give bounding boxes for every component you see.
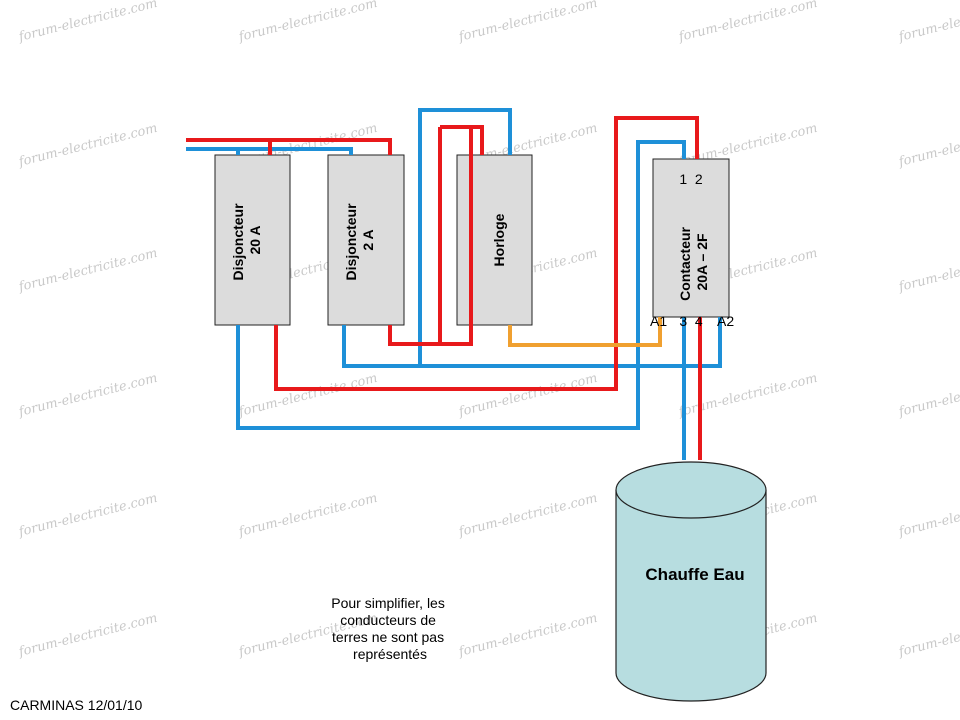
contactor-terminal-a2: A2: [717, 313, 734, 329]
breaker-2a-label: Disjoncteur 2 A: [343, 200, 376, 281]
breaker-2a-box: [327, 154, 405, 326]
watermark-text: forum-electricite.com: [896, 371, 960, 420]
phase-breaker20-to-contactor-wire: [274, 116, 699, 391]
watermark-text: forum-electricite.com: [236, 371, 379, 420]
neutral-breaker2-to-a2-wire: [342, 317, 722, 368]
phase-breaker2-to-clock-wire: [388, 125, 484, 346]
watermark-text: forum-electricite.com: [896, 491, 960, 540]
watermark-layer: forum-electricite.com forum-electricite.c…: [16, 0, 960, 660]
watermark-text: forum-electricite.com: [16, 491, 159, 540]
control-wire: [508, 317, 662, 347]
watermark-text: forum-electricite.com: [16, 0, 159, 45]
contactor-terminals-top: 1 2: [679, 171, 703, 187]
simplification-note: Pour simplifier, les conducteurs de terr…: [331, 595, 448, 662]
contactor-terminals-34: 3 4: [679, 313, 703, 329]
watermark-text: forum-electricite.com: [456, 371, 599, 420]
phase-wires: [186, 116, 702, 460]
watermark-text: forum-electricite.com: [16, 246, 159, 295]
neutral-to-clock-wire: [418, 108, 512, 366]
watermark-text: forum-electricite.com: [456, 491, 599, 540]
watermark-text: forum-electricite.com: [896, 246, 960, 295]
neutral-breaker20-to-contactor-wire: [236, 140, 686, 430]
contactor-box: [652, 158, 730, 318]
neutral-wires: [186, 108, 722, 460]
contactor-label: Contacteur 20A – 2F: [677, 223, 710, 301]
watermark-text: forum-electricite.com: [16, 371, 159, 420]
breaker-20a-box: [214, 154, 291, 326]
watermark-text: forum-electricite.com: [456, 0, 599, 45]
watermark-text: forum-electricite.com: [896, 121, 960, 170]
neutral-feed-wire: [186, 147, 353, 155]
contactor-terminal-a1: A1: [650, 313, 667, 329]
watermark-text: forum-electricite.com: [456, 611, 599, 660]
author-date: CARMINAS 12/01/10: [10, 697, 142, 713]
water-heater-label: Chauffe Eau: [645, 565, 744, 584]
watermark-text: forum-electricite.com: [896, 611, 960, 660]
watermark-text: forum-electricite.com: [676, 0, 819, 45]
watermark-text: forum-electricite.com: [236, 0, 379, 45]
watermark-text: forum-electricite.com: [236, 491, 379, 540]
watermark-text: forum-electricite.com: [676, 371, 819, 420]
breaker-20a-label: Disjoncteur 20 A: [230, 200, 263, 281]
watermark-text: forum-electricite.com: [896, 0, 960, 45]
water-heater-tank: [615, 461, 767, 702]
clock-label: Horloge: [491, 213, 507, 266]
watermark-text: forum-electricite.com: [16, 611, 159, 660]
watermark-text: forum-electricite.com: [16, 121, 159, 170]
phase-feed-wire: [186, 138, 392, 155]
